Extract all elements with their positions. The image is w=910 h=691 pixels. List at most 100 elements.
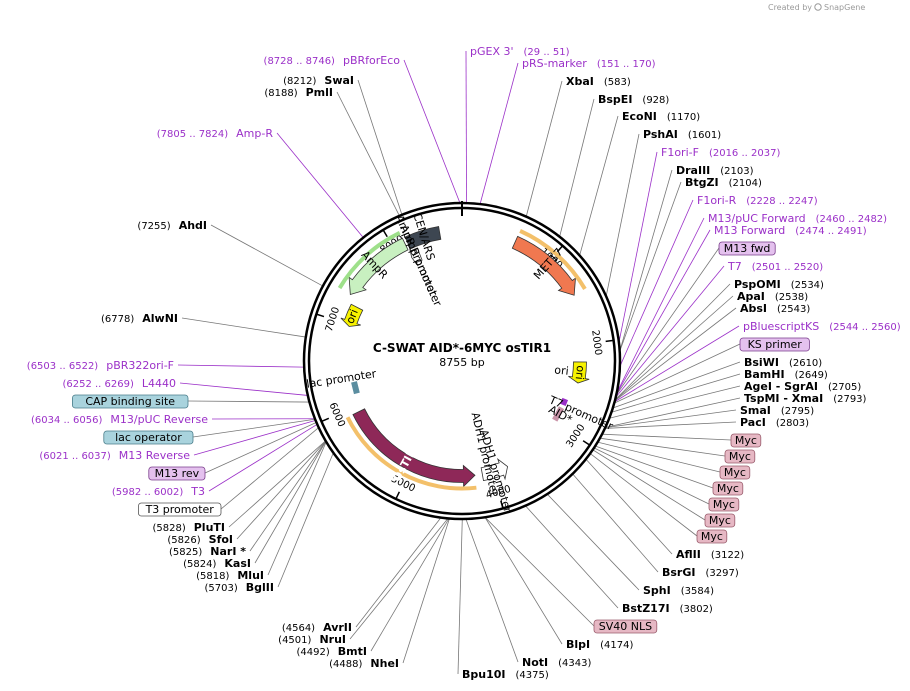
feature-box-ks-primer[interactable]: KS primer — [739, 337, 810, 352]
primer-pbr322ori-f[interactable]: pBR322ori-F(6503 .. 6522) — [27, 359, 174, 372]
enzyme-pluti[interactable]: PluTI(5828) — [152, 521, 225, 534]
enzyme-tspmi-xmai[interactable]: TspMI - XmaI(2793) — [744, 392, 867, 405]
label-name: F1ori-R — [697, 194, 737, 207]
primer-m13-reverse[interactable]: M13 Reverse(6021 .. 6037) — [39, 449, 190, 462]
primer-prs-marker[interactable]: pRS-marker(151 .. 170) — [522, 57, 656, 70]
enzyme-btgzi[interactable]: BtgZI(2104) — [685, 176, 762, 189]
primer-m13-forward[interactable]: M13 Forward(2474 .. 2491) — [714, 224, 867, 237]
box-text: SV40 NLS — [599, 620, 652, 633]
leader-line — [181, 317, 306, 338]
leader-line — [465, 518, 519, 663]
feature-box-myc[interactable]: Myc — [704, 513, 736, 528]
label-position: (3122) — [711, 550, 744, 561]
label-position: (4375) — [516, 670, 549, 681]
enzyme-nhei[interactable]: NheI(4488) — [329, 657, 399, 670]
enzyme-swai[interactable]: SwaI(8212) — [283, 74, 354, 87]
feature-box-myc[interactable]: Myc — [719, 465, 751, 480]
leader-line — [210, 224, 324, 287]
enzyme-bsiwi[interactable]: BsiWI(2610) — [744, 356, 822, 369]
label-name: L4440 — [142, 377, 176, 390]
enzyme-bspei[interactable]: BspEI(928) — [598, 93, 669, 106]
primer-t3[interactable]: T3(5982 .. 6002) — [112, 485, 205, 498]
feature-box-myc[interactable]: Myc — [696, 529, 728, 544]
leader-line — [597, 441, 721, 473]
label-name: pBR322ori-F — [106, 359, 174, 372]
enzyme-bamhi[interactable]: BamHI(2649) — [744, 368, 828, 381]
feature-ampr — [348, 237, 409, 295]
enzyme-pshai[interactable]: PshAI(1601) — [643, 128, 721, 141]
primer-m13-puc-forward[interactable]: M13/pUC Forward(2460 .. 2482) — [708, 212, 887, 225]
label-position: (3584) — [681, 586, 714, 597]
enzyme-absi[interactable]: AbsI(2543) — [740, 302, 810, 315]
leader-line — [618, 151, 658, 343]
enzyme-sphi[interactable]: SphI(3584) — [643, 584, 714, 597]
credit-brand: SnapGene — [824, 3, 865, 12]
enzyme-mlui[interactable]: MluI(5818) — [196, 569, 264, 582]
primer-m13-puc-reverse[interactable]: M13/pUC Reverse(6034 .. 6056) — [31, 413, 208, 426]
snapgene-logo-icon — [814, 3, 822, 11]
tick-mark — [500, 500, 504, 509]
feature-box-lac-operator[interactable]: lac operator — [103, 430, 194, 445]
enzyme-noti[interactable]: NotI(4343) — [522, 656, 591, 669]
enzyme-ahdi[interactable]: AhdI(7255) — [137, 219, 207, 232]
enzyme-blpi[interactable]: BlpI(4174) — [566, 638, 633, 651]
enzyme-bstz17i[interactable]: BstZ17I(3802) — [622, 602, 713, 615]
label-position: (2228 .. 2247) — [746, 196, 818, 207]
enzyme-sfoi[interactable]: SfoI (5826) — [167, 533, 233, 546]
primer-l4440[interactable]: L4440(6252 .. 6269) — [62, 377, 176, 390]
enzyme-nrui[interactable]: NruI(4501) — [278, 633, 346, 646]
primer-f1ori-r[interactable]: F1ori-R (2228 .. 2247) — [697, 194, 818, 207]
feature-box-sv40-nls[interactable]: SV40 NLS — [593, 619, 658, 634]
enzyme-kasi[interactable]: KasI(5824) — [183, 557, 251, 570]
enzyme-aflii[interactable]: AflII(3122) — [676, 548, 744, 561]
enzyme-nari[interactable]: NarI *(5825) — [169, 545, 246, 558]
enzyme-xbai[interactable]: XbaI(583) — [566, 75, 631, 88]
label-name: BtgZI — [685, 176, 719, 189]
enzyme-apai[interactable]: ApaI(2538) — [737, 290, 808, 303]
feature-box-myc[interactable]: Myc — [724, 449, 756, 464]
box-text: KS primer — [748, 338, 803, 351]
primer-f1ori-f[interactable]: F1ori-F(2016 .. 2037) — [661, 146, 780, 159]
feature-box-myc[interactable]: Myc — [708, 497, 740, 512]
feature-box-t3-promoter[interactable]: T3 promoter — [137, 502, 222, 517]
enzyme-bpu10i[interactable]: Bpu10I(4375) — [462, 668, 549, 681]
leader-line — [525, 505, 619, 609]
enzyme-alwni[interactable]: AlwNI(6778) — [101, 312, 178, 325]
enzyme-avrii[interactable]: AvrII(4564) — [282, 621, 352, 634]
enzyme-agei-sgrai[interactable]: AgeI - SgrAI(2705) — [744, 380, 861, 393]
primer-pgex-3[interactable]: pGEX 3'(29 .. 51) — [470, 45, 570, 58]
leader-line — [605, 133, 640, 297]
credit: Created by SnapGene — [768, 3, 865, 12]
enzyme-pspomi[interactable]: PspOMI(2534) — [734, 278, 824, 291]
enzyme-bsrgi[interactable]: BsrGI(3297) — [662, 566, 739, 579]
enzyme-bmti[interactable]: BmtI(4492) — [297, 645, 367, 658]
enzyme-smai[interactable]: SmaI(2795) — [740, 404, 814, 417]
label-position: (29 .. 51) — [524, 47, 570, 58]
enzyme-econi[interactable]: EcoNI(1170) — [622, 110, 700, 123]
primer-pbluescriptks[interactable]: pBluescriptKS(2544 .. 2560) — [743, 320, 901, 333]
feature-box-myc[interactable]: Myc — [730, 433, 762, 448]
feature-box-cap-binding-site[interactable]: CAP binding site — [72, 394, 189, 409]
primer-amp-r[interactable]: Amp-R(7805 .. 7824) — [157, 127, 274, 140]
primer-pbrforeco[interactable]: pBRforEco(8728 .. 8746) — [264, 54, 401, 67]
enzyme-bglii[interactable]: BglII(5703) — [205, 581, 274, 594]
label-name: PspOMI — [734, 278, 781, 291]
feature-box-myc[interactable]: Myc — [712, 481, 744, 496]
enzyme-draiii[interactable]: DraIII(2103) — [676, 164, 754, 177]
label-position: (8212) — [283, 76, 316, 87]
feature-box-m13-rev[interactable]: M13 rev — [148, 466, 206, 481]
enzyme-pmli[interactable]: PmlI(8188) — [264, 86, 333, 99]
box-text: Myc — [729, 450, 751, 463]
enzyme-paci[interactable]: PacI(2803) — [740, 416, 809, 429]
box-background — [718, 241, 776, 256]
feature-track-met17-promoter — [519, 229, 587, 290]
plasmid-name: C-SWAT AID*-6MYC osTIR1 — [373, 341, 551, 355]
primer-t7[interactable]: T7(2501 .. 2520) — [727, 260, 823, 273]
label-name: SfoI — [209, 533, 233, 546]
feature-box-m13-fwd[interactable]: M13 fwd — [718, 241, 776, 256]
label-position: (5826) — [167, 535, 200, 546]
leader-line — [614, 307, 737, 402]
label-position: (2538) — [775, 292, 808, 303]
box-text: CAP binding site — [85, 395, 175, 408]
